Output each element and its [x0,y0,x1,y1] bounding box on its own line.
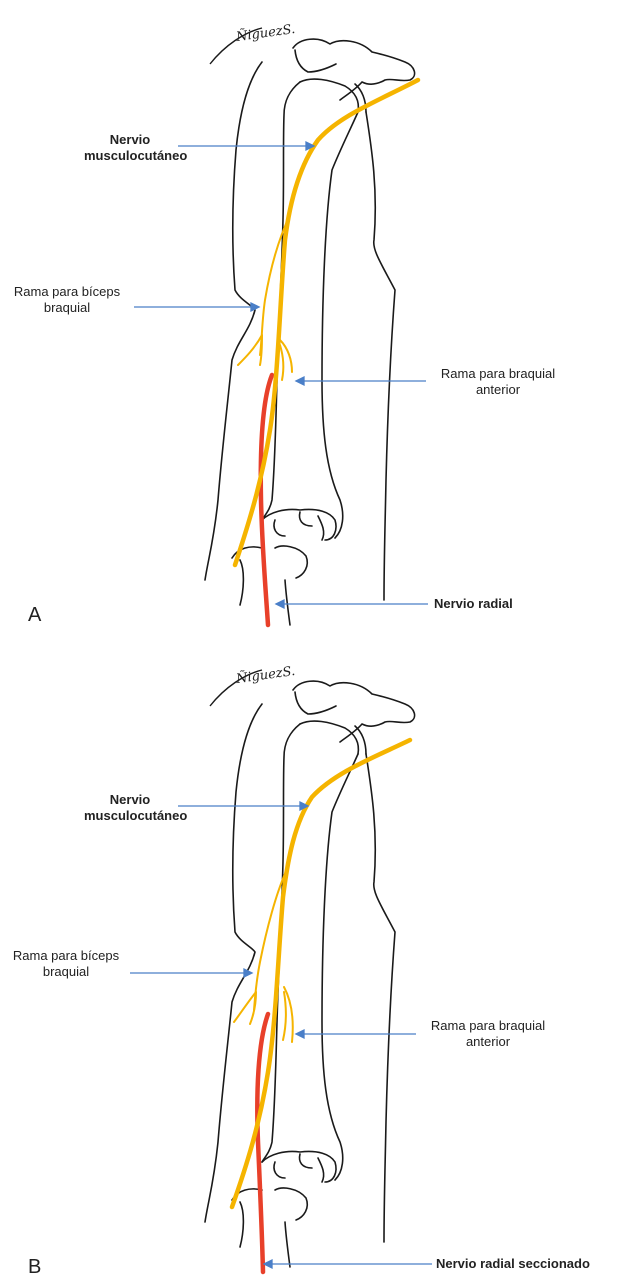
label-line: musculocutáneo [84,808,176,824]
arm-illustration-a [0,0,617,642]
label-brachialis-branch-b: Rama para braquial anterior [418,1018,558,1050]
label-line: Rama para braquial [428,366,568,382]
label-biceps-branch-a: Rama para bíceps braquial [2,284,132,316]
label-line: Rama para bíceps [0,948,132,964]
label-line: braquial [0,964,132,980]
label-radial-a: Nervio radial [434,596,513,612]
panel-b: ÑiguezS. Nervio musculocutáneo Rama para… [0,642,617,1284]
label-line: anterior [428,382,568,398]
label-line: braquial [2,300,132,316]
arm-outline-a [205,39,415,625]
panel-letter-a: A [28,604,41,627]
arm-outline-b [205,681,415,1267]
label-line: Nervio [84,792,176,808]
panel-a: ÑiguezS. Nervio musculocutáneo Rama para… [0,0,617,642]
radial-nerve-b [257,1014,268,1272]
label-biceps-branch-b: Rama para bíceps braquial [0,948,132,980]
arrows-b [130,802,432,1268]
label-line: anterior [418,1034,558,1050]
label-line: Nervio [84,132,176,148]
label-radial-b: Nervio radial seccionado [436,1256,590,1272]
label-brachialis-branch-a: Rama para braquial anterior [428,366,568,398]
arrows-a [134,142,428,608]
label-musculocutaneous-b: Nervio musculocutáneo [84,792,176,824]
label-musculocutaneous-a: Nervio musculocutáneo [84,132,176,164]
label-line: Rama para bíceps [2,284,132,300]
label-line: Rama para braquial [418,1018,558,1034]
label-line: musculocutáneo [84,148,176,164]
panel-letter-b: B [28,1256,41,1279]
